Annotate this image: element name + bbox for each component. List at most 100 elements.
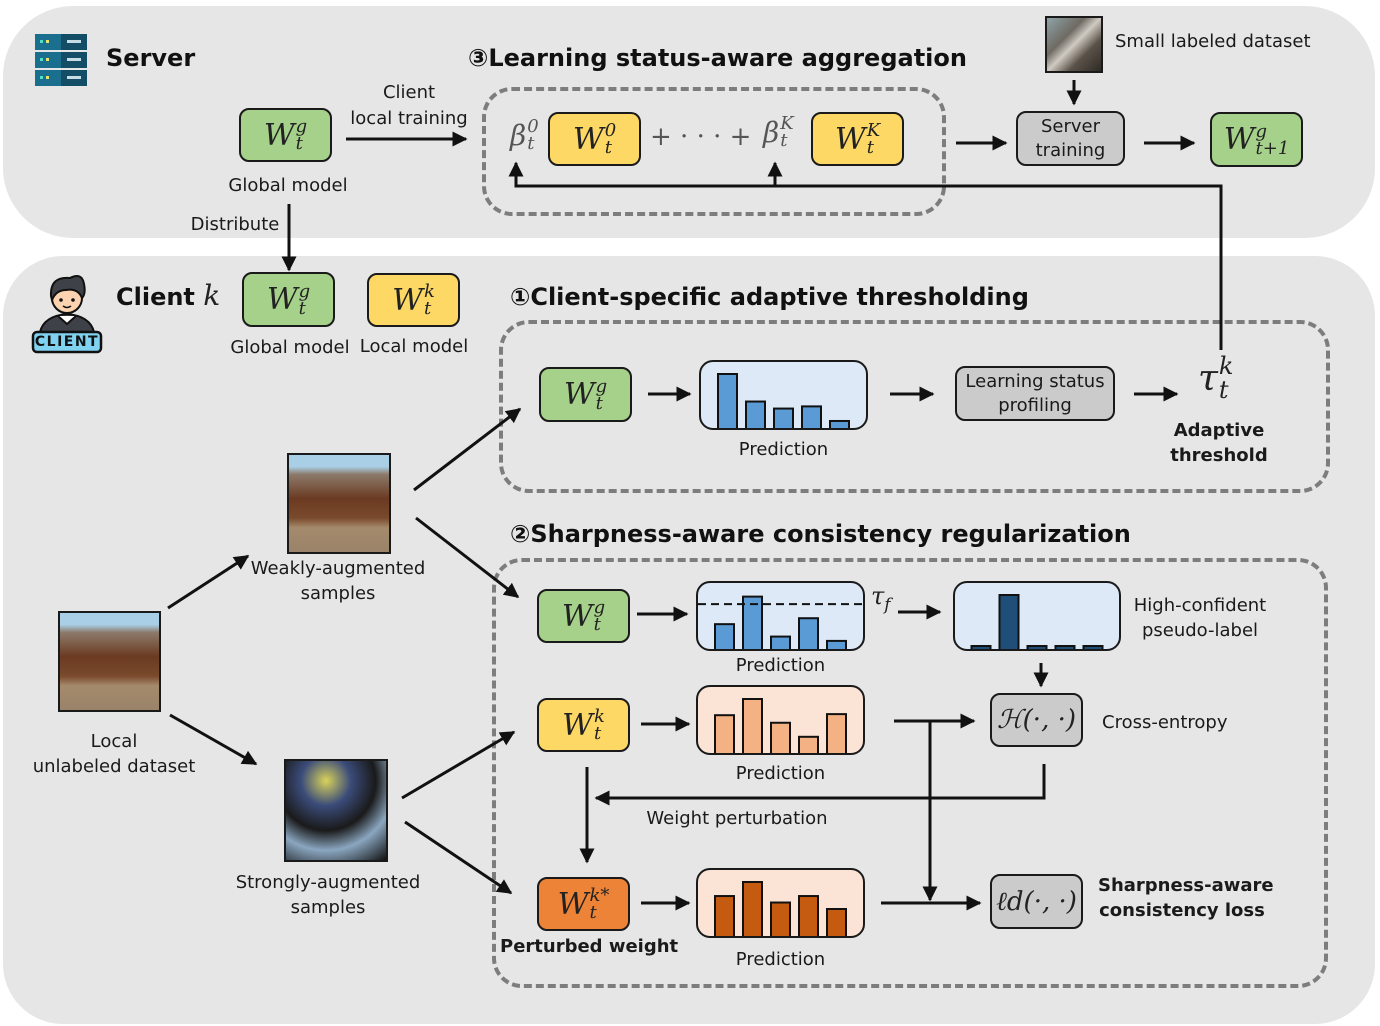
pseudo-label-bar bbox=[1026, 645, 1048, 649]
client-local-model-label: Local model bbox=[359, 336, 469, 357]
pseudo-label-1: High-confident bbox=[1133, 595, 1267, 616]
section1-prediction-bar bbox=[717, 373, 738, 428]
weak-label-2: samples bbox=[300, 583, 376, 604]
cross-entropy-symbol: ℋ(·, ·) bbox=[996, 705, 1077, 735]
local-prediction-bar bbox=[714, 714, 735, 753]
plus-dots: + · · · + bbox=[650, 122, 752, 152]
consistency-loss-box: ℓd(·, ·) bbox=[990, 874, 1083, 929]
perturbed-weight-label: Perturbed weight bbox=[500, 936, 679, 957]
aggregation-title: ③Learning status-aware aggregation bbox=[468, 44, 967, 72]
cross-entropy-label: Cross-entropy bbox=[1102, 712, 1228, 733]
server-icon bbox=[35, 34, 87, 86]
local-prediction-bar bbox=[770, 721, 791, 753]
local-prediction-bar bbox=[742, 698, 763, 753]
pseudo-label-2: pseudo-label bbox=[1141, 620, 1259, 641]
weak-prediction-bar bbox=[798, 617, 819, 649]
weak-prediction-chart bbox=[696, 581, 865, 651]
profiling-label-1: Learning status bbox=[965, 370, 1105, 392]
local-dataset-label-2: unlabeled dataset bbox=[32, 756, 196, 777]
perturbed-prediction-bar bbox=[742, 881, 763, 936]
client-icon: CLIENT bbox=[30, 270, 104, 354]
pseudo-label-chart bbox=[953, 581, 1121, 651]
client-global-model-label: Global model bbox=[230, 337, 350, 358]
client-training-label-2: local training bbox=[350, 108, 468, 129]
weak-prediction-label: Prediction bbox=[735, 655, 826, 676]
perturbed-prediction-bar bbox=[826, 908, 847, 936]
local-prediction-label: Prediction bbox=[735, 763, 826, 784]
weak-prediction-bar bbox=[714, 623, 735, 649]
perturbed-prediction-svg bbox=[714, 881, 847, 936]
server-training-label-2: training bbox=[1035, 139, 1106, 161]
aggregation-title-text: Learning status-aware aggregation bbox=[488, 44, 967, 72]
server-global-model-label: Global model bbox=[228, 175, 348, 196]
perturbed-prediction-bar bbox=[798, 895, 819, 936]
weak-prediction-bar bbox=[826, 639, 847, 649]
adaptive-label-2: threshold bbox=[1170, 445, 1268, 466]
perturbed-prediction-label: Prediction bbox=[735, 949, 826, 970]
client-badge-text: CLIENT bbox=[34, 334, 100, 350]
pseudo-label-bar bbox=[970, 645, 992, 649]
pseudo-label-bar bbox=[1082, 645, 1104, 649]
server-training-box: Server training bbox=[1016, 111, 1125, 166]
local-prediction-bar bbox=[826, 713, 847, 753]
small-labeled-dataset-image bbox=[1045, 16, 1103, 73]
step-2-number: ② bbox=[510, 520, 531, 548]
weak-prediction-svg bbox=[698, 595, 863, 649]
client-title-text: Client bbox=[116, 283, 195, 311]
section1-prediction-bar bbox=[745, 400, 766, 428]
step-1-number: ① bbox=[510, 283, 531, 311]
local-prediction-chart bbox=[696, 685, 865, 755]
section1-prediction-bar bbox=[773, 407, 794, 428]
pseudo-label-svg bbox=[970, 594, 1104, 649]
client-title: Client k bbox=[116, 279, 220, 312]
learning-status-profiling-box: Learning status profiling bbox=[955, 366, 1115, 421]
small-dataset-label: Small labeled dataset bbox=[1115, 31, 1311, 52]
section1-prediction-svg bbox=[717, 373, 850, 428]
local-prediction-svg bbox=[714, 698, 847, 753]
adaptive-label-1: Adaptive bbox=[1173, 420, 1265, 441]
section1-title: ①Client-specific adaptive thresholding bbox=[510, 283, 1029, 311]
perturbed-prediction-bar bbox=[770, 901, 791, 936]
section1-prediction-label: Prediction bbox=[738, 439, 829, 460]
client-training-label-1: Client bbox=[382, 82, 436, 103]
weak-prediction-bar bbox=[770, 635, 791, 649]
weak-augmented-image bbox=[287, 453, 391, 554]
loss-label-2: consistency loss bbox=[1099, 900, 1265, 921]
tau-f-symbol: τf bbox=[871, 582, 891, 615]
perturbed-prediction-chart bbox=[696, 868, 865, 938]
perturbed-prediction-bar bbox=[714, 895, 735, 936]
weak-label-1: Weakly-augmented bbox=[250, 558, 426, 579]
section2-title-text: Sharpness-aware consistency regularizati… bbox=[530, 520, 1131, 548]
server-training-label-1: Server bbox=[1040, 115, 1101, 137]
section1-prediction-chart bbox=[699, 360, 868, 430]
profiling-label-2: profiling bbox=[998, 394, 1072, 416]
consistency-loss-symbol: ℓd(·, ·) bbox=[996, 886, 1077, 917]
distribute-label: Distribute bbox=[190, 214, 280, 235]
local-unlabeled-image bbox=[58, 611, 161, 712]
pseudo-label-bar bbox=[998, 594, 1020, 649]
loss-label-1: Sharpness-aware bbox=[1098, 875, 1274, 896]
section1-prediction-bar bbox=[829, 419, 850, 428]
cross-entropy-box: ℋ(·, ·) bbox=[990, 693, 1083, 747]
client-index-symbol: k bbox=[203, 279, 221, 312]
